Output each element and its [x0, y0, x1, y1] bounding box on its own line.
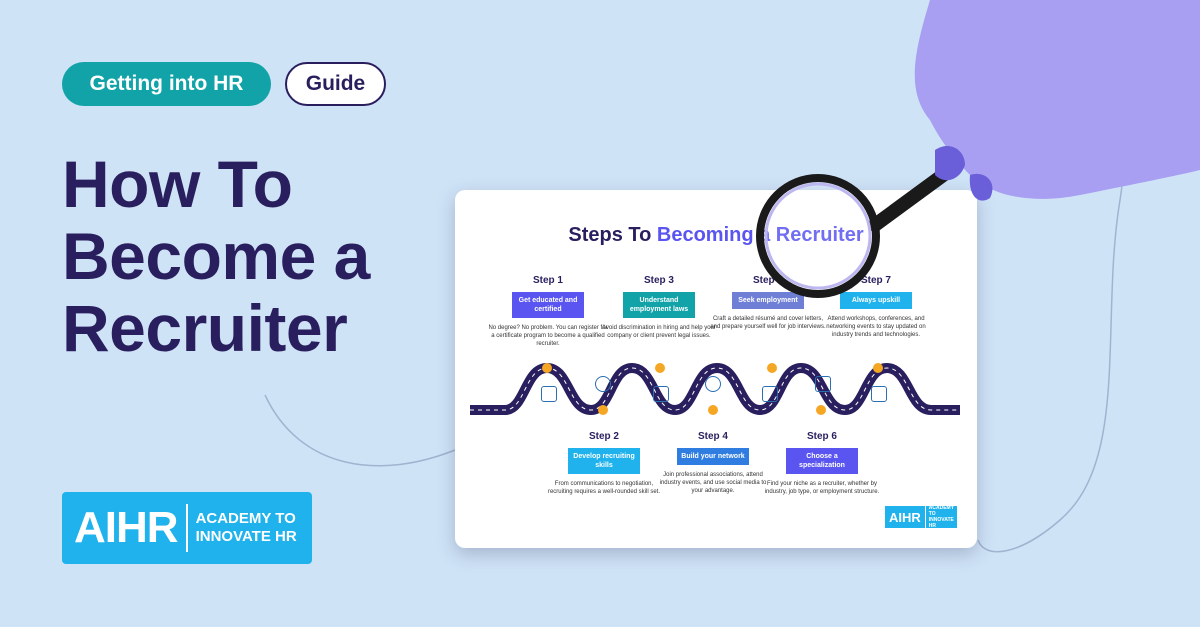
step-3: Step 3 Understand employment laws Avoid … [599, 275, 719, 340]
step-label: Step 4 [697, 431, 728, 442]
resume-icon [762, 386, 778, 402]
step-5: Step 5 Seek employment Craft a detailed … [708, 275, 828, 331]
step-description: Attend workshops, conferences, and netwo… [826, 316, 926, 338]
logo-mark: AIHR [74, 503, 179, 552]
type-tag[interactable]: Guide [285, 62, 386, 106]
step-description: Find your niche as a recruiter, whether … [764, 481, 880, 495]
title-line-2: Become a [62, 219, 370, 293]
logo-text: ACADEMY TO INNOVATE HR [196, 510, 297, 546]
step-label: Step 1 [532, 275, 563, 286]
step-title: Choose a specialization [786, 448, 858, 474]
step-label: Step 3 [643, 275, 674, 286]
step-6: Step 6 Choose a specialization Find your… [762, 431, 882, 496]
step-label: Step 7 [860, 275, 891, 286]
page-title: How To Become a Recruiter [62, 148, 370, 364]
step-2: Step 2 Develop recruiting skills From co… [544, 431, 664, 496]
title-line-1: How To [62, 147, 293, 221]
step-description: No degree? No problem. You can register … [488, 325, 608, 347]
step-title: Seek employment [732, 292, 804, 309]
title-line-3: Recruiter [62, 291, 348, 365]
step-title: Understand employment laws [623, 292, 695, 318]
step-label: Step 5 [752, 275, 783, 286]
skills-icon [595, 376, 611, 392]
step-1: Step 1 Get educated and certified No deg… [488, 275, 608, 348]
step-description: Join professional associations, attend i… [659, 472, 767, 494]
step-4: Step 4 Build your network Join professio… [653, 431, 773, 495]
step-title: Always upskill [840, 292, 912, 309]
step-7: Step 7 Always upskill Attend workshops, … [816, 275, 936, 339]
step-title: Build your network [677, 448, 749, 465]
network-icon [705, 376, 721, 392]
mini-logo-mark: AIHR [889, 509, 921, 525]
road-path [470, 362, 960, 416]
logo-divider [185, 504, 188, 552]
logo-line-2: INNOVATE HR [195, 528, 297, 545]
step-description: Avoid discrimination in hiring and help … [602, 325, 716, 339]
step-label: Step 6 [806, 431, 837, 442]
upskill-icon [871, 386, 887, 402]
law-icon [653, 386, 669, 402]
specialization-icon [815, 376, 831, 392]
step-label: Step 2 [588, 431, 619, 442]
step-description: From communications to negotiation, recr… [547, 481, 661, 495]
step-title: Develop recruiting skills [568, 448, 640, 474]
topic-tag[interactable]: Getting into HR [62, 62, 271, 106]
step-title: Get educated and certified [512, 292, 584, 318]
infographic-card: Steps To Becoming a Recruiter Step 1 Get… [455, 190, 977, 548]
logo-line-1: ACADEMY TO [195, 510, 296, 527]
infographic-title-prefix: Steps To [568, 224, 657, 246]
step-description: Craft a detailed résumé and cover letter… [710, 316, 826, 330]
certificate-icon [541, 386, 557, 402]
aihr-logo: AIHR ACADEMY TO INNOVATE HR [62, 492, 312, 564]
